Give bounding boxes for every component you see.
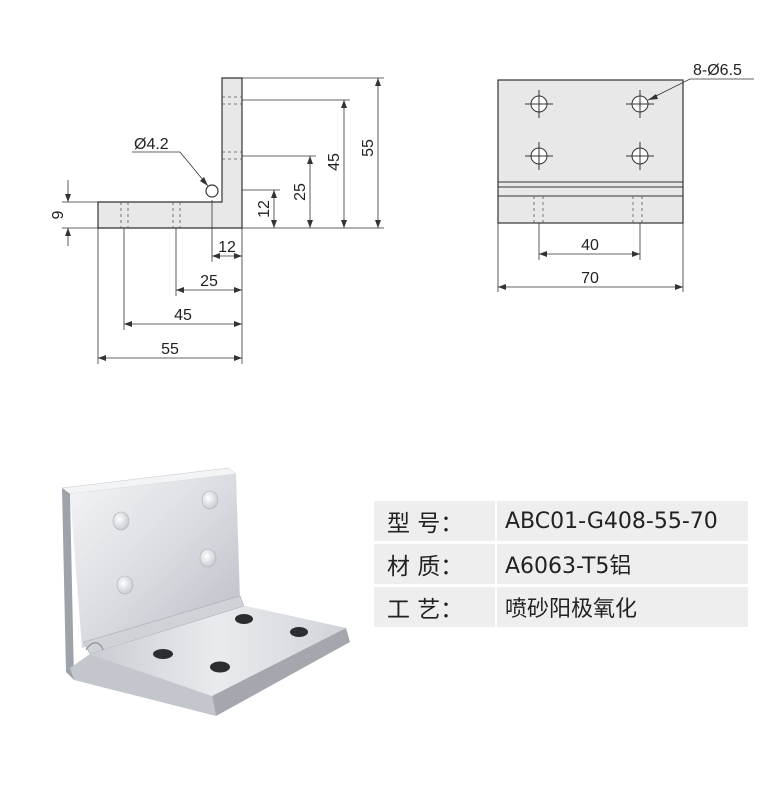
dim-w25: 25	[200, 273, 218, 290]
front-plate	[497, 79, 684, 224]
dim-h45: 45	[326, 153, 343, 171]
side-profile	[97, 77, 243, 229]
arrowheads-side	[65, 78, 381, 361]
dim-h25: 25	[292, 183, 309, 201]
dim-h12: 12	[256, 200, 273, 218]
side-view-labels: Ø4.2 9 12 25 45 55 12 25 45 55	[50, 136, 377, 358]
spec-label: 材 质：	[374, 544, 495, 584]
dim-w55: 55	[161, 341, 179, 358]
spec-label: 型 号：	[374, 501, 495, 541]
spec-value: 喷砂阳极氧化	[497, 587, 748, 627]
dim-holes: 8-Ø6.5	[693, 62, 742, 79]
dim-thickness: 9	[50, 210, 67, 219]
dim-h55: 55	[360, 139, 377, 157]
spec-value: A6063-T5铝	[497, 544, 748, 584]
dim-w70: 70	[581, 270, 599, 287]
hidden-lines-horizontal	[120, 202, 181, 228]
front-view	[497, 78, 754, 292]
dim-hole-dia: Ø4.2	[134, 136, 169, 153]
spec-value: ABC01-G408-55-70	[497, 501, 748, 541]
front-view-labels: 8-Ø6.5 40 70	[581, 62, 742, 287]
spec-row-model: 型 号： ABC01-G408-55-70	[374, 501, 748, 541]
front-holes	[525, 90, 654, 170]
spec-table: 型 号： ABC01-G408-55-70 材 质： A6063-T5铝 工 艺…	[374, 501, 748, 630]
spec-label: 工 艺：	[374, 587, 495, 627]
dim-w45: 45	[174, 307, 192, 324]
spec-row-process: 工 艺： 喷砂阳极氧化	[374, 587, 748, 627]
dim-w12: 12	[218, 239, 236, 256]
side-hole	[205, 184, 219, 198]
product-photo	[61, 467, 350, 716]
spec-row-material: 材 质： A6063-T5铝	[374, 544, 748, 584]
side-view	[62, 77, 384, 364]
dim-w40: 40	[581, 237, 599, 254]
